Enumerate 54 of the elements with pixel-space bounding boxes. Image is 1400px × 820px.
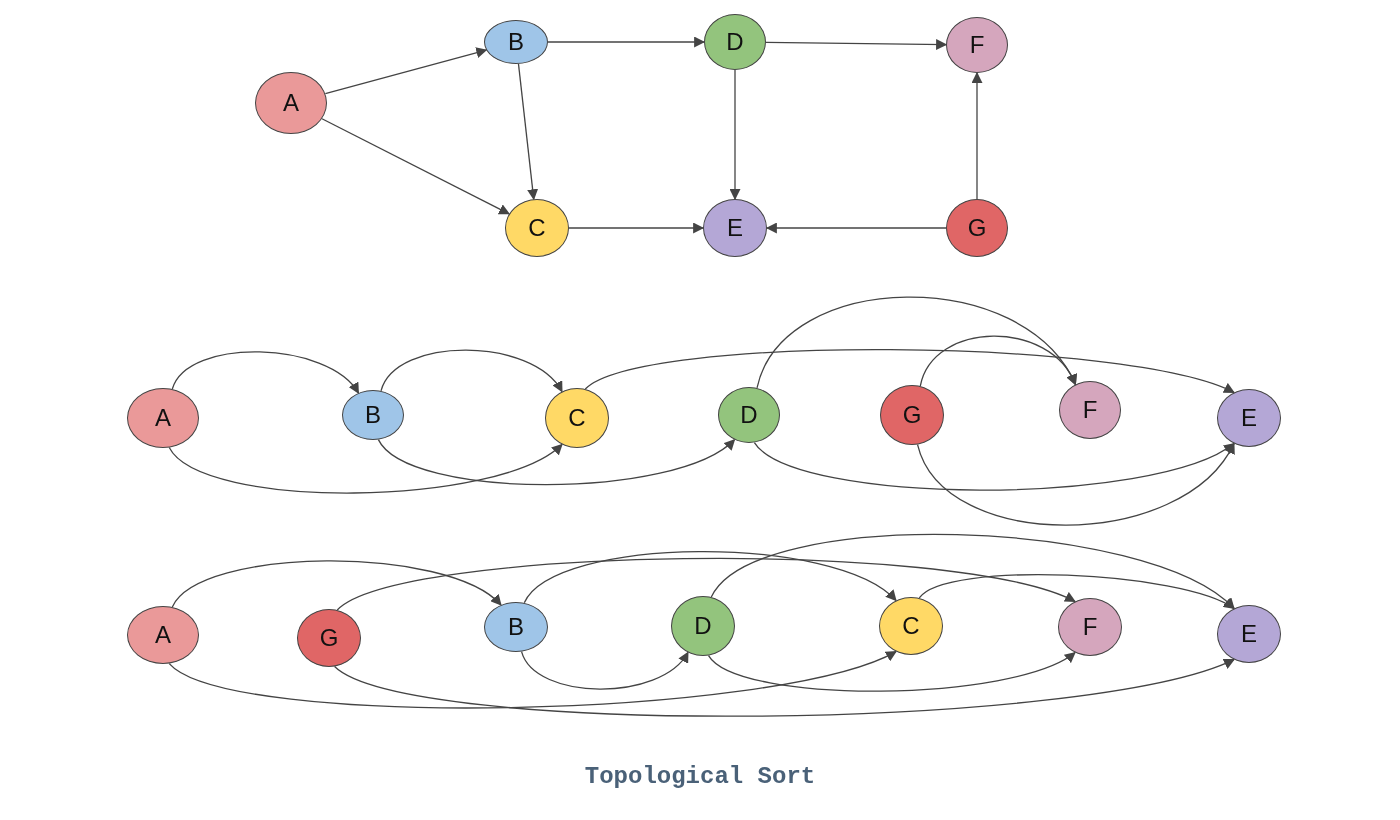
arrow <box>971 71 983 200</box>
node-label: F <box>1082 396 1098 424</box>
graph-node <box>718 387 780 443</box>
node-label: E <box>1241 620 1257 648</box>
arrow <box>756 296 1077 389</box>
arrow <box>168 650 897 709</box>
arrow <box>168 443 563 494</box>
node-label: A <box>155 621 171 649</box>
arrow <box>707 651 1076 692</box>
node-label: G <box>902 401 922 429</box>
graph-node <box>946 17 1008 73</box>
arrow <box>171 560 502 608</box>
arrow <box>753 441 1235 491</box>
node-label: F <box>1082 613 1098 641</box>
arrow <box>336 558 1076 611</box>
node-label: G <box>967 214 987 242</box>
arrow <box>547 36 706 48</box>
arrow <box>380 349 563 393</box>
arrow <box>171 351 360 394</box>
node-label: B <box>508 28 524 56</box>
arrow <box>321 118 511 215</box>
arrow <box>520 650 689 690</box>
arrow <box>517 63 539 201</box>
arrow <box>333 657 1235 717</box>
node-label: G <box>319 624 339 652</box>
arrow <box>916 442 1235 526</box>
node-label: B <box>508 613 524 641</box>
arrow <box>729 69 741 201</box>
node-label: C <box>902 612 920 640</box>
node-label: C <box>528 214 546 242</box>
node-label: D <box>740 401 758 429</box>
node-label: C <box>568 404 586 432</box>
arrow <box>377 438 736 486</box>
diagram-title: Topological Sort <box>584 763 816 790</box>
node-label: B <box>365 401 381 429</box>
graph-node <box>704 14 766 70</box>
node-label: E <box>727 214 743 242</box>
graph-node <box>255 72 327 134</box>
node-label: F <box>969 31 985 59</box>
arrow <box>765 222 947 234</box>
arrow <box>523 550 897 604</box>
arrow <box>568 222 705 234</box>
arrow <box>324 47 488 95</box>
node-label: E <box>1241 404 1257 432</box>
arrow <box>919 335 1077 387</box>
node-label: D <box>694 612 712 640</box>
arrow <box>765 39 948 50</box>
node-label: A <box>283 89 299 117</box>
node-label: A <box>155 404 171 432</box>
arrow <box>584 349 1235 395</box>
graph-node <box>484 20 548 64</box>
graph-node <box>505 199 569 257</box>
node-label: D <box>726 28 744 56</box>
arrow <box>918 574 1235 610</box>
